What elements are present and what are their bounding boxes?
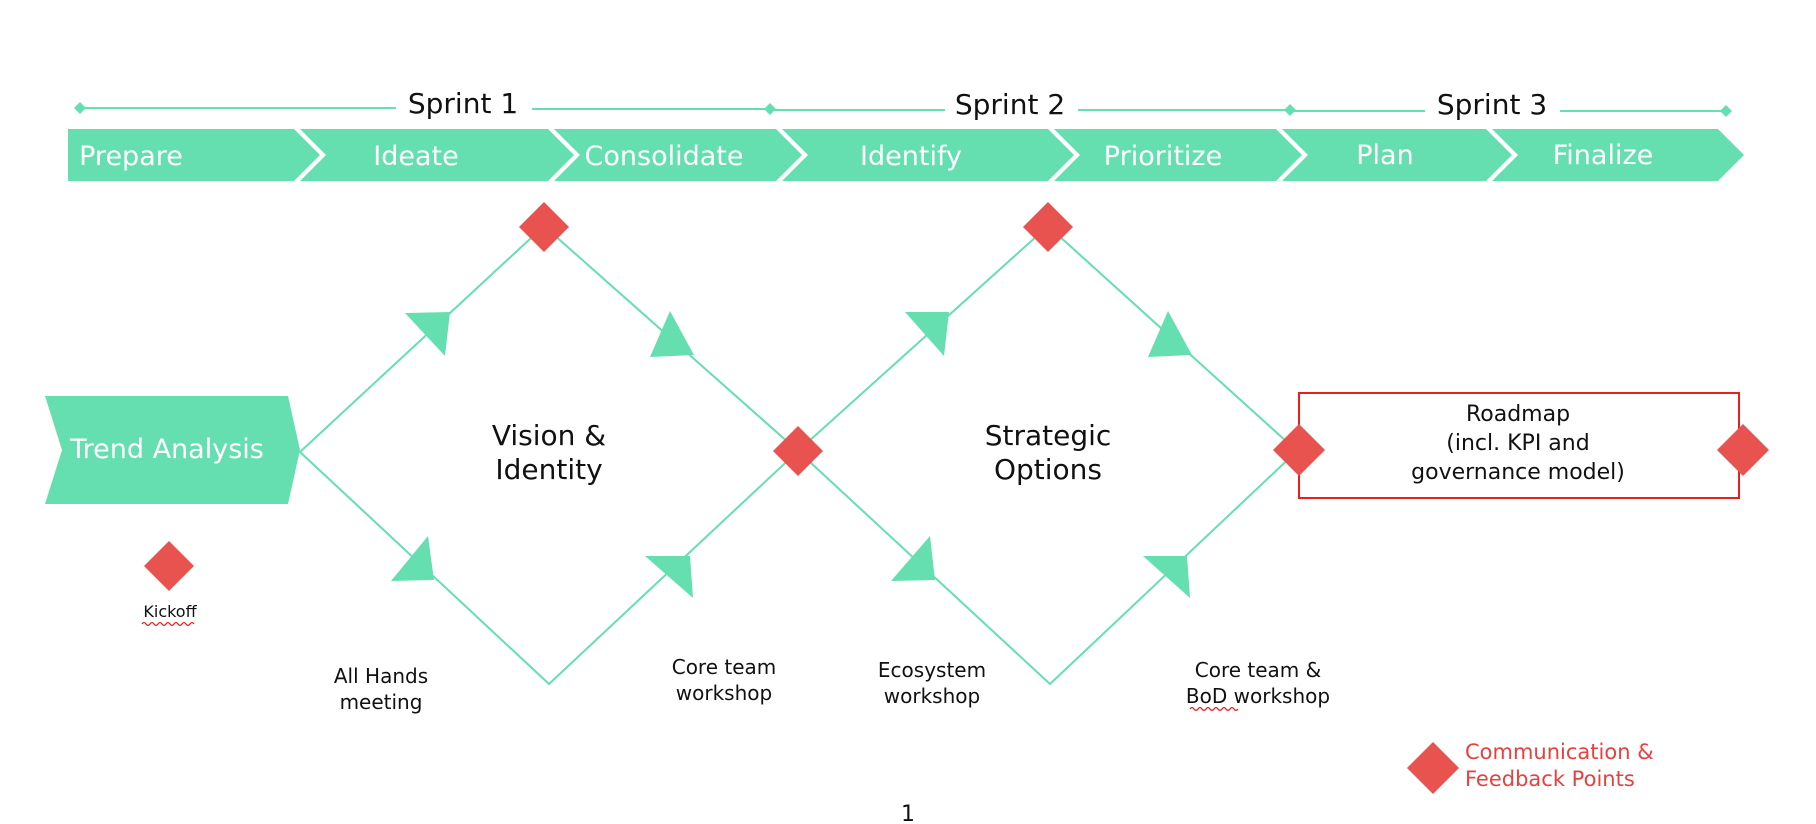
kickoff-spellcheck-underline bbox=[141, 621, 195, 627]
kickoff-feedback-icon bbox=[144, 541, 194, 591]
arrow-icon bbox=[650, 311, 694, 357]
phase-label-identify: Identify bbox=[860, 141, 962, 172]
phase-label-consolidate: Consolidate bbox=[585, 141, 744, 172]
feedback-point-icon bbox=[519, 202, 569, 252]
arrow-icon bbox=[645, 556, 693, 598]
phase-chevron-finalize bbox=[1492, 129, 1744, 181]
core-team-label-line1: Core team bbox=[672, 655, 777, 679]
phase-chevron-prepare bbox=[68, 129, 320, 181]
phase-label-ideate: Ideate bbox=[373, 141, 458, 172]
phase-label-prioritize: Prioritize bbox=[1104, 141, 1222, 172]
sprint-marker bbox=[764, 103, 776, 115]
sprint-timeline bbox=[74, 102, 1732, 117]
legend-label-line2: Feedback Points bbox=[1465, 767, 1635, 791]
phase-chevron-prioritize bbox=[1054, 129, 1302, 181]
trend-analysis-shape bbox=[45, 396, 300, 504]
roadmap-subtitle-line2: governance model) bbox=[1411, 460, 1625, 485]
core-bod-label-line1: Core team & bbox=[1195, 658, 1321, 682]
phase-label-plan: Plan bbox=[1356, 140, 1413, 171]
arrow-icon bbox=[391, 536, 434, 581]
sprint-marker bbox=[74, 102, 86, 114]
feedback-point-icon bbox=[1273, 424, 1325, 476]
roadmap-box bbox=[1298, 392, 1740, 499]
roadmap-title: Roadmap bbox=[1466, 402, 1570, 427]
all-hands-label-line2: meeting bbox=[340, 690, 423, 714]
ecosystem-label-line1: Ecosystem bbox=[878, 658, 986, 682]
feedback-point-icon bbox=[1717, 424, 1769, 476]
arrow-icon bbox=[405, 312, 450, 356]
direction-arrows bbox=[391, 311, 1192, 598]
phase-chevron-plan bbox=[1282, 129, 1512, 181]
arrow-icon bbox=[1148, 311, 1192, 357]
core-bod-label-line2: BoD workshop bbox=[1186, 684, 1330, 708]
sprint-2-label: Sprint 2 bbox=[955, 88, 1065, 121]
feedback-point-icon bbox=[773, 426, 823, 476]
legend-feedback-icon bbox=[1407, 742, 1459, 794]
bod-spellcheck-underline bbox=[1189, 706, 1239, 712]
phase-chevron-ideate bbox=[300, 129, 574, 181]
sprint-marker bbox=[1720, 105, 1732, 117]
phase-chevron-identify bbox=[782, 129, 1074, 181]
trend-analysis-label: Trend Analysis bbox=[69, 434, 264, 465]
roadmap-subtitle-line1: (incl. KPI and bbox=[1446, 431, 1589, 456]
feedback-points bbox=[144, 202, 1769, 794]
sprint-3-label: Sprint 3 bbox=[1437, 88, 1547, 121]
arrow-icon bbox=[905, 312, 949, 356]
phase-label-finalize: Finalize bbox=[1553, 140, 1654, 171]
diamond-2-label-line1: Strategic bbox=[985, 419, 1112, 452]
all-hands-label-line1: All Hands bbox=[334, 664, 428, 688]
diamond-2-label-line2: Options bbox=[994, 453, 1102, 486]
sprint-marker bbox=[1284, 104, 1296, 116]
page-number: 1 bbox=[901, 802, 915, 824]
diamond-1-label-line1: Vision & bbox=[492, 419, 606, 452]
kickoff-label: Kickoff bbox=[143, 602, 197, 621]
arrow-icon bbox=[891, 536, 935, 581]
ecosystem-label-line2: workshop bbox=[884, 684, 980, 708]
core-team-label-line2: workshop bbox=[676, 681, 772, 705]
phase-label-prepare: Prepare bbox=[79, 141, 183, 172]
diamond-1-label-line2: Identity bbox=[495, 453, 602, 486]
arrow-icon bbox=[1143, 556, 1190, 598]
feedback-point-icon bbox=[1023, 202, 1073, 252]
phase-bar bbox=[68, 129, 1744, 181]
phase-chevron-consolidate bbox=[554, 129, 802, 181]
legend-label-line1: Communication & bbox=[1465, 740, 1654, 764]
sprint-1-label: Sprint 1 bbox=[408, 87, 518, 120]
